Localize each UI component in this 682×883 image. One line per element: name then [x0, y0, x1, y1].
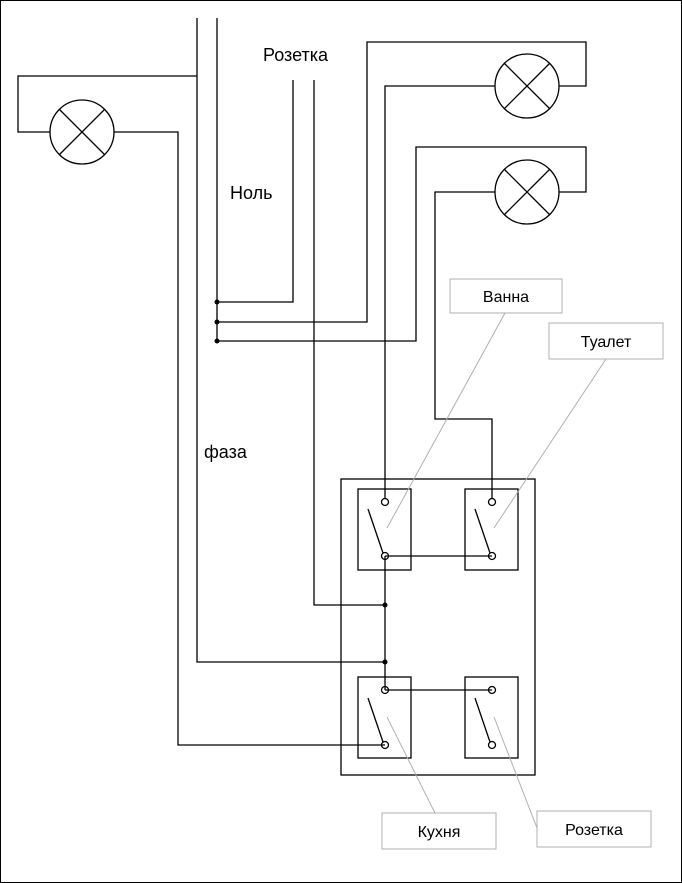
svg-text:Кухня: Кухня: [418, 824, 461, 841]
lamp-2-icon: [494, 53, 560, 119]
label-phase: фаза: [204, 442, 248, 462]
lamp-3-icon: [494, 159, 560, 225]
callout-kitchen: Кухня: [381, 812, 497, 850]
wires: [17, 18, 587, 746]
switch-bathroom-icon: [357, 488, 412, 571]
callout-toilet: Туалет: [548, 322, 664, 360]
switch-toilet-icon: [464, 488, 519, 571]
lamp-1-icon: [49, 99, 115, 165]
switch-panel: [340, 478, 536, 776]
svg-text:Ванна: Ванна: [483, 289, 529, 306]
label-neutral: Ноль: [230, 183, 273, 203]
label-socket-top: Розетка: [263, 45, 329, 65]
switch-kitchen-icon: [357, 676, 412, 759]
callout-bathroom: Ванна: [449, 278, 563, 314]
junction-dots: [214, 299, 388, 665]
switch-socket-icon: [464, 676, 519, 759]
svg-text:Розетка: Розетка: [565, 822, 623, 839]
callout-socket: Розетка: [536, 810, 652, 848]
svg-text:Туалет: Туалет: [581, 334, 632, 351]
